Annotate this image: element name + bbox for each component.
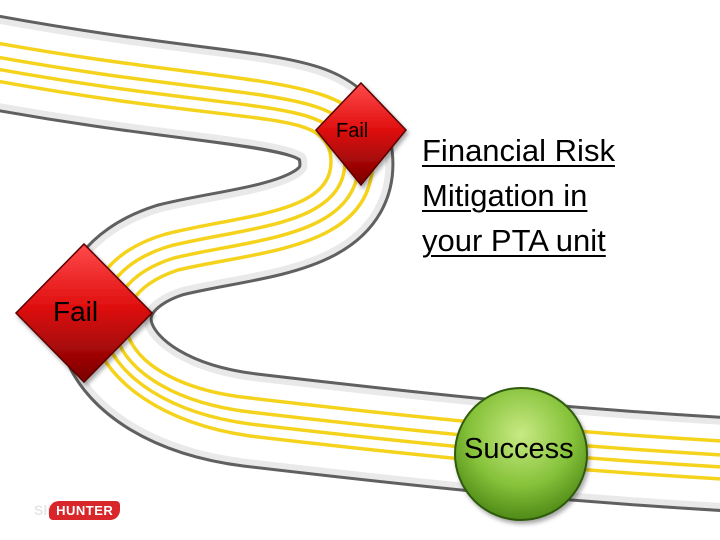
title-line-1: Financial Risk [422,128,712,173]
success-label: Success [464,433,574,466]
fail-label-top: Fail [336,120,368,143]
slidehunter-logo: Sli HUNTER [34,498,120,522]
fail-label-left: Fail [53,296,98,328]
logo-badge: HUNTER [49,501,120,520]
title-line-2: Mitigation in [422,173,712,218]
slide-title: Financial Risk Mitigation in your PTA un… [422,128,712,263]
title-line-3: your PTA unit [422,218,712,263]
